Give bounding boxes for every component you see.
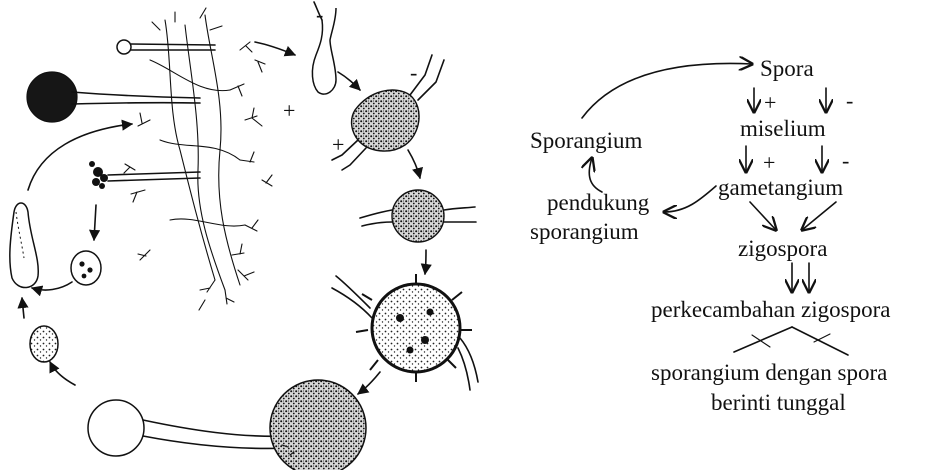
mycelium-network [124,8,272,310]
life-cycle-illustration: - + - + [10,2,478,470]
fused-gametangia [332,55,444,170]
arrow-spore-to-germling [32,282,72,290]
arrow-sporangium-to-cell [50,362,75,385]
split-tick-right [814,334,830,342]
node-perkecambahan: perkecambahan zigospora [651,297,890,322]
arrow-fusion-to-zygospore [408,150,420,178]
node-pendukung: pendukung [547,190,650,215]
arrow-pendukung-to-sporangium [589,158,602,192]
arrow-mycelium-to-gametangia [255,42,295,55]
sign-plus-spora: + [764,90,776,115]
arrow-mature-to-germinated [358,372,380,394]
node-gametangium: gametangium [718,175,843,200]
arrow-spores-down [94,205,96,240]
node-berinti-tunggal: berinti tunggal [711,390,846,415]
young-sporangiophore [117,40,215,54]
illustration-plus-left: + [283,98,295,123]
mature-zygospore [332,274,478,390]
arrow-gametangium-left [750,202,776,230]
illustration-minus-top: - [316,2,323,27]
sign-minus-miselium: - [842,148,849,173]
arrow-sporangium-to-spora [582,63,752,118]
sign-plus-miselium: + [763,150,775,175]
life-cycle-flowchart: Spora miselium gametangium zigospora per… [530,56,890,415]
node-miselium: miselium [740,116,826,141]
sign-minus-spora: - [846,88,853,113]
germinated-zygospore [88,380,366,470]
arrow-gametangia-to-fusion [338,72,360,90]
node-pendukung-sporangium: sporangium [530,219,639,244]
node-sporangium-dengan-spora: sporangium dengan spora [651,360,887,385]
split-line-right [792,327,848,355]
young-zygospore [360,190,476,242]
node-sporangium: Sporangium [530,128,643,153]
arrow-gametangium-to-pendukung [664,186,716,212]
node-spora: Spora [760,56,814,81]
spore-with-nuclei [71,251,101,285]
illustration-minus-right: - [410,60,417,85]
node-zigospora: zigospora [738,236,827,261]
germinating-spore [10,203,38,288]
illustration-plus-bottom: + [332,132,344,157]
arrow-zygospore-to-mature [425,250,426,274]
arrow-cell-up [22,298,24,318]
mature-sporangium [27,72,200,122]
speckled-cell [30,326,58,362]
split-line-left [734,327,792,352]
arrow-gametangium-right [802,202,836,230]
